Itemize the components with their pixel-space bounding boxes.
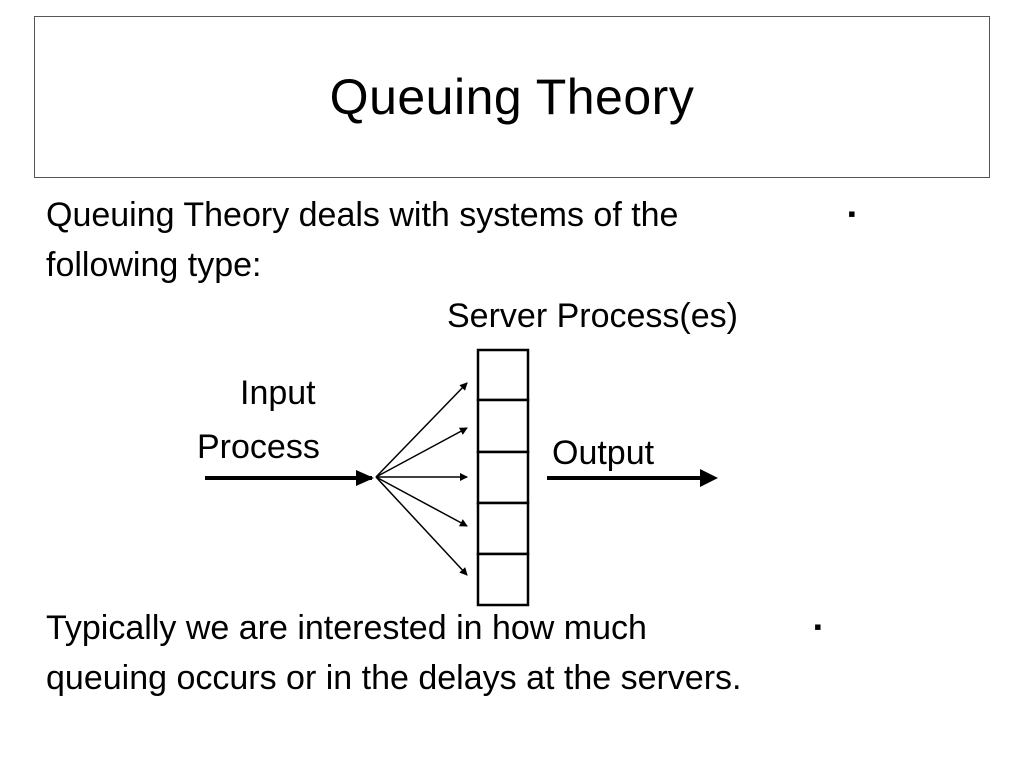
slide-title: Queuing Theory [329,69,695,125]
output-arrowhead [700,469,718,487]
server-process-label: Server Process(es) [447,297,738,335]
bullet-2-line-1: Typically we are interested in how much [46,609,647,647]
server-slot-5 [476,552,530,607]
fan-arrow-5 [375,476,468,576]
input-label-line-1: Input [240,374,316,412]
bullet-1-marker-icon: ▪ [848,201,856,226]
bullet-1-line-2: following type: [46,246,262,284]
input-label-line-2: Process [197,428,320,466]
input-arrowhead [356,470,374,486]
fan-arrows [375,382,468,576]
fan-arrow-2 [375,427,468,478]
bullet-2-line-2: queuing occurs or in the delays at the s… [46,659,742,697]
server-slot-2 [476,398,530,454]
fan-arrow-4 [375,476,468,527]
bullet-1-line-1: Queuing Theory deals with systems of the [46,196,679,234]
output-label: Output [552,434,655,472]
server-slot-3 [476,450,530,505]
server-slot-1 [476,348,530,402]
fan-arrow-1 [375,382,468,478]
bullet-2-marker-icon: ▪ [814,614,822,639]
server-column [476,348,530,607]
title-box: Queuing Theory [34,16,990,178]
server-slot-4 [476,501,530,556]
